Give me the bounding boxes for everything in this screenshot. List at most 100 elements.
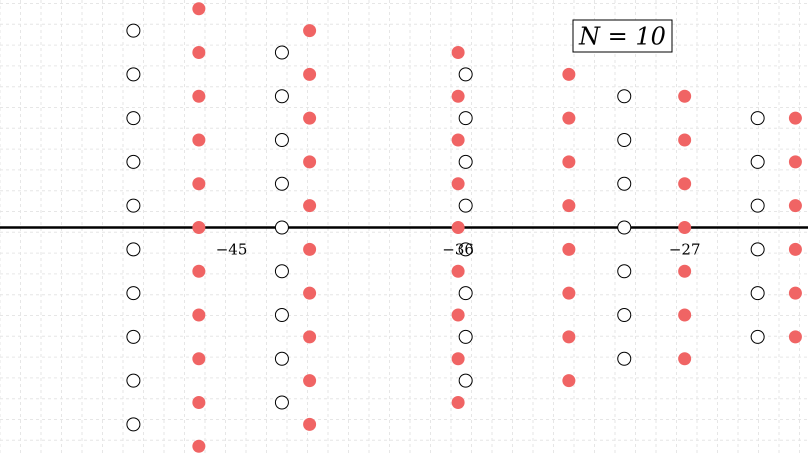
filled-point (451, 308, 465, 322)
filled-point (788, 155, 802, 169)
open-point (750, 286, 765, 301)
n-annotation: N = 10 (572, 19, 673, 53)
data-points (126, 2, 802, 453)
filled-point (451, 46, 465, 59)
filled-point (192, 89, 206, 103)
filled-point (562, 67, 576, 81)
x-tick-label: −27 (669, 241, 701, 259)
open-point (750, 329, 765, 344)
open-point (274, 264, 289, 279)
filled-point (192, 221, 206, 234)
open-point (617, 133, 632, 147)
open-point (458, 67, 473, 82)
open-point (617, 308, 632, 322)
filled-point (562, 199, 576, 213)
open-point (126, 286, 141, 301)
filled-point (678, 89, 692, 103)
filled-point (451, 133, 465, 147)
filled-point (678, 177, 692, 191)
filled-point (678, 221, 692, 234)
x-tick-label: −36 (442, 241, 474, 259)
filled-point (192, 2, 206, 16)
filled-point (451, 177, 465, 191)
filled-point (678, 308, 692, 322)
x-tick-label: −45 (216, 241, 248, 259)
x-tick-labels: −45 −36 −27 (216, 241, 701, 259)
open-point (274, 308, 289, 322)
filled-point (303, 417, 317, 431)
open-point (274, 89, 289, 104)
filled-point (303, 111, 317, 125)
filled-point (451, 221, 465, 234)
open-point (750, 198, 765, 213)
filled-point (451, 89, 465, 103)
filled-point (562, 155, 576, 169)
open-point (617, 264, 632, 279)
open-point (750, 154, 765, 169)
open-point (458, 329, 473, 344)
filled-point (678, 264, 692, 278)
open-point (126, 198, 141, 213)
filled-point (192, 133, 206, 147)
filled-point (451, 264, 465, 278)
filled-point (788, 286, 802, 300)
open-point (126, 111, 141, 126)
filled-point (562, 374, 576, 388)
filled-point (192, 352, 206, 366)
open-point (458, 198, 473, 213)
filled-point (788, 111, 802, 125)
filled-point (192, 308, 206, 322)
open-point (274, 395, 289, 410)
filled-point (678, 352, 692, 366)
filled-point (192, 264, 206, 278)
open-point (458, 111, 473, 126)
open-point (126, 417, 141, 432)
filled-point (303, 155, 317, 169)
open-point (274, 133, 289, 147)
open-point (458, 373, 473, 388)
open-point (126, 23, 141, 38)
filled-point (788, 242, 802, 256)
open-point (126, 67, 141, 82)
filled-point (562, 286, 576, 300)
open-point (458, 242, 473, 257)
filled-point (303, 286, 317, 300)
filled-point (788, 199, 802, 213)
filled-point (303, 24, 317, 38)
filled-point (303, 67, 317, 81)
open-point (274, 45, 289, 60)
open-point (274, 351, 289, 366)
open-point (274, 220, 289, 235)
open-point (458, 286, 473, 301)
filled-point (192, 439, 206, 453)
open-point (126, 242, 141, 257)
filled-point (451, 352, 465, 366)
filled-point (562, 330, 576, 344)
filled-point (192, 396, 206, 409)
filled-point (788, 330, 802, 344)
filled-point (192, 46, 206, 59)
filled-point (562, 111, 576, 125)
open-point (126, 329, 141, 344)
filled-point (303, 242, 317, 256)
open-point (126, 373, 141, 388)
open-point (617, 89, 632, 104)
open-point (458, 154, 473, 169)
open-point (126, 154, 141, 169)
filled-point (562, 242, 576, 256)
filled-point (303, 374, 317, 388)
open-point (617, 351, 632, 366)
filled-point (303, 330, 317, 344)
open-point (617, 176, 632, 191)
open-point (617, 220, 632, 235)
filled-point (451, 396, 465, 409)
filled-point (192, 177, 206, 191)
filled-point (678, 133, 692, 147)
n-annotation-label: N = 10 (578, 23, 666, 51)
open-point (750, 242, 765, 257)
filled-point (303, 199, 317, 213)
open-point (274, 176, 289, 191)
open-point (750, 111, 765, 126)
